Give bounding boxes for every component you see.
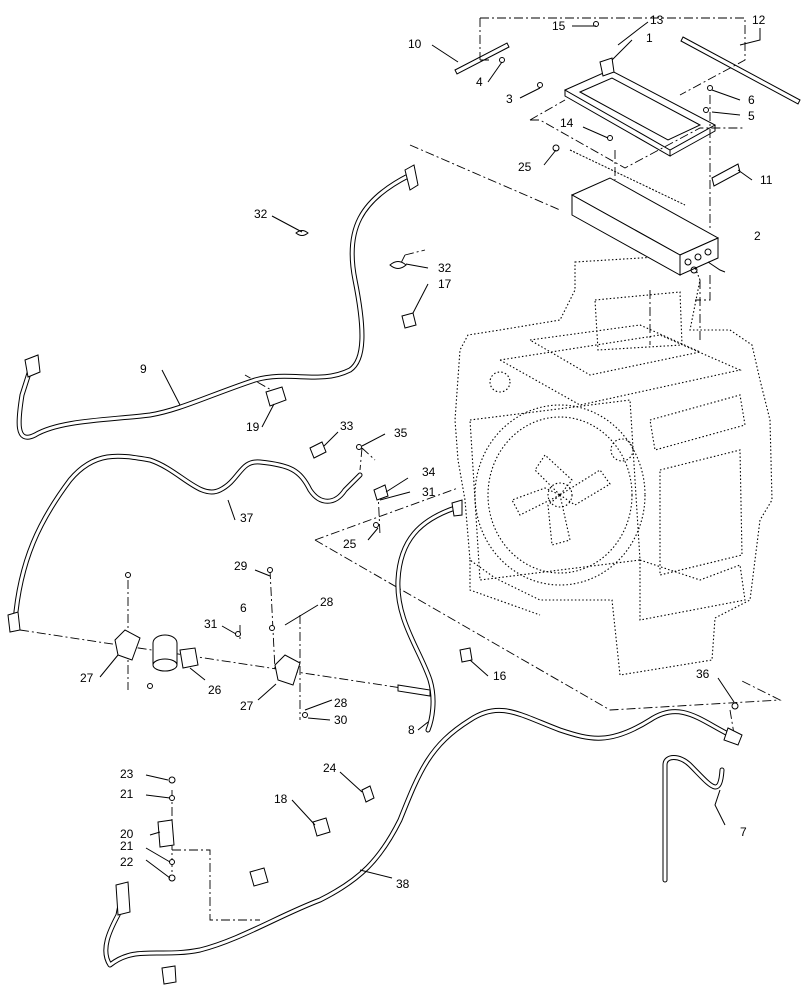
callout-37: 37 [240,511,254,525]
callout-18: 18 [274,792,288,806]
callout-14: 14 [560,116,574,130]
callout-13: 13 [650,13,664,27]
callout-33: 33 [340,419,354,433]
callout-12: 12 [752,13,766,27]
callout-28: 28 [334,696,348,710]
callout-20: 20 [120,827,134,841]
callout-27: 27 [80,671,94,685]
callout-35: 35 [394,426,408,440]
callout-16: 16 [493,669,507,683]
fasteners [125,21,739,985]
callout-34: 34 [422,465,436,479]
callout-25: 25 [343,537,357,551]
callout-2: 2 [754,229,761,243]
callout-labels: 1 2 3 4 5 6 6 7 8 9 10 11 12 13 14 15 16… [80,13,773,891]
callout-31: 31 [422,485,436,499]
hose-38 [103,707,743,968]
assembly-lines [19,17,782,921]
callout-1: 1 [646,31,653,45]
callout-31: 31 [204,617,218,631]
cooling-package-outline [454,254,773,676]
hose-8 [395,499,463,733]
callout-17: 17 [438,277,452,291]
callout-24: 24 [323,761,337,775]
hose-9 [16,164,419,440]
callout-32: 32 [254,207,268,221]
callout-7: 7 [740,825,747,839]
cooler-core [570,177,720,276]
callout-8: 8 [408,723,415,737]
callout-38: 38 [396,877,410,891]
hose-37 [7,453,363,633]
callout-9: 9 [140,362,147,376]
callout-23: 23 [120,767,134,781]
leader-lines [99,21,761,879]
callout-27: 27 [240,699,254,713]
rods-strips [454,36,801,206]
callout-30: 30 [334,713,348,727]
callout-3: 3 [506,92,513,106]
callout-6: 6 [748,93,755,107]
callout-10: 10 [408,37,422,51]
callout-26: 26 [208,683,222,697]
callout-15: 15 [552,19,566,33]
callout-21: 21 [120,787,134,801]
callout-29: 29 [234,559,248,573]
hose-7 [662,755,725,883]
callout-6: 6 [240,601,247,615]
callout-22: 22 [120,855,134,869]
callout-25: 25 [518,160,532,174]
callout-36: 36 [696,667,710,681]
cooler-frame [563,57,717,157]
callout-5: 5 [748,109,755,123]
callout-11: 11 [760,173,773,187]
callout-32: 32 [438,261,452,275]
callout-19: 19 [246,420,260,434]
callout-28: 28 [320,595,334,609]
callout-21: 21 [120,839,134,853]
filter-assembly [114,629,301,686]
callout-4: 4 [476,75,483,89]
